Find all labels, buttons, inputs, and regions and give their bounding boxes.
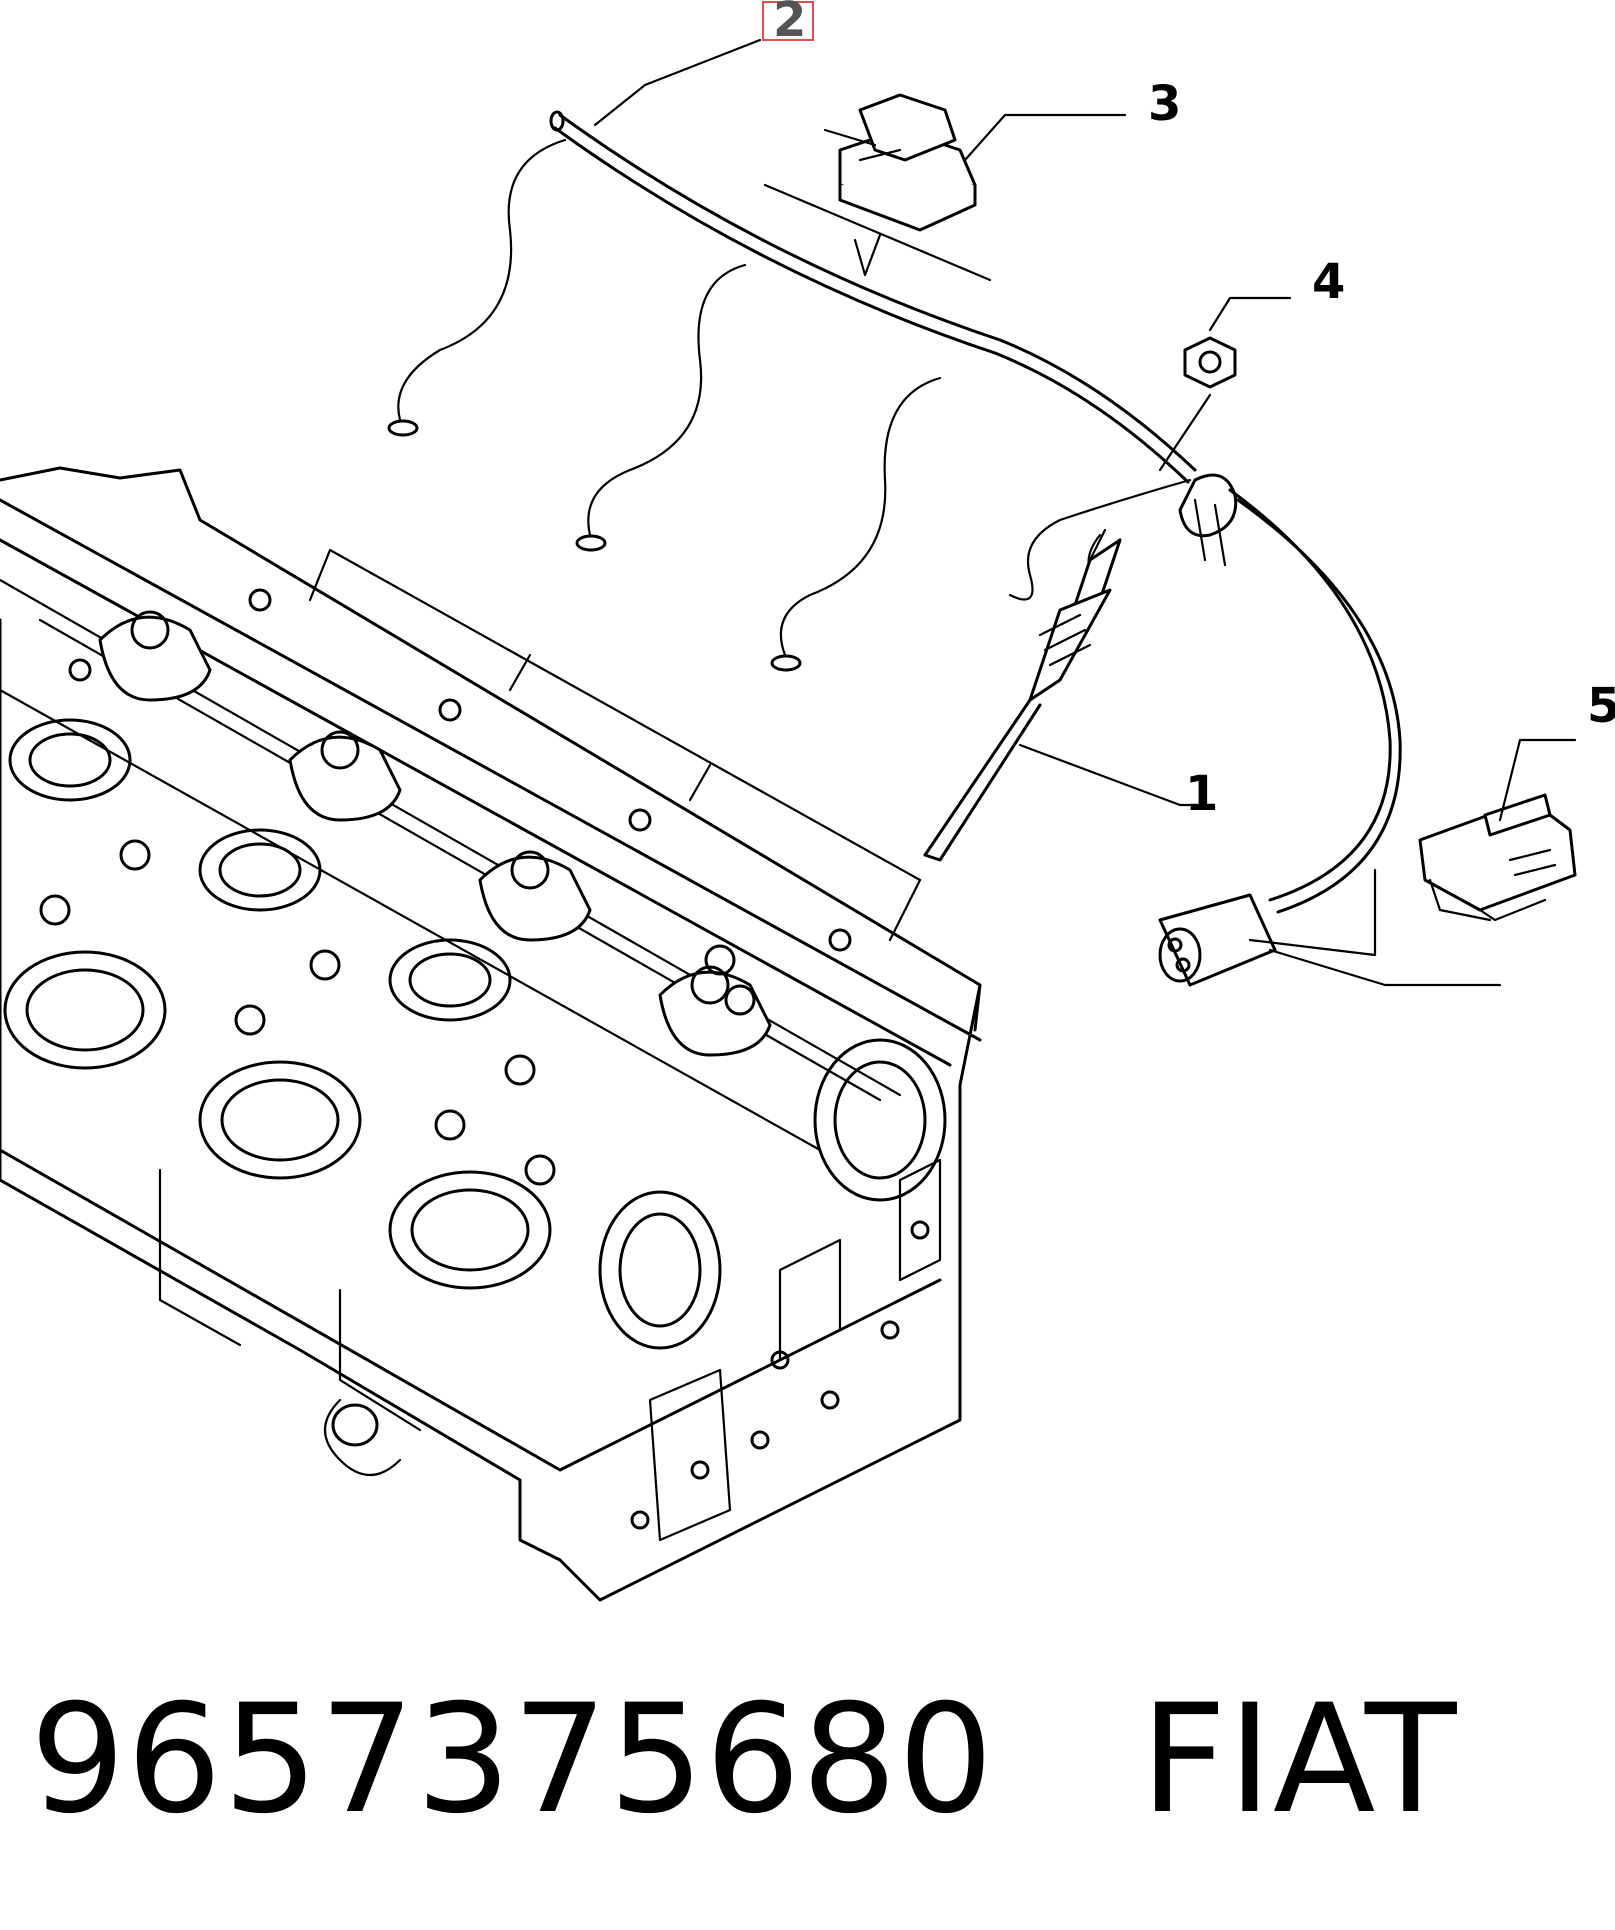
cylinder-bores bbox=[3, 950, 947, 1350]
callout-3: 3 bbox=[1148, 76, 1181, 132]
callout-1: 1 bbox=[1185, 766, 1218, 822]
callout-2-highlight-box bbox=[762, 1, 814, 41]
cylinder-head-drawing bbox=[0, 466, 982, 1602]
part-caption: 9657375680 FIAT bbox=[30, 1685, 1458, 1835]
part-number: 9657375680 bbox=[30, 1673, 995, 1847]
bolt-holes bbox=[39, 588, 930, 1530]
part-5-connector-clip bbox=[1418, 738, 1577, 922]
callout-4: 4 bbox=[1312, 254, 1345, 310]
connector-leader-line bbox=[1268, 948, 1502, 987]
cam-bearing-caps bbox=[98, 610, 772, 1057]
valve-pockets-upper bbox=[8, 718, 512, 1022]
brand-name: FIAT bbox=[1140, 1673, 1458, 1847]
connector-bracket-line bbox=[1248, 868, 1377, 957]
part-3-bracket bbox=[763, 93, 1127, 282]
part-1-glow-plug bbox=[923, 528, 1192, 862]
callout-5: 5 bbox=[1587, 678, 1615, 734]
callout-2: 2 bbox=[773, 0, 806, 48]
part-4-nut bbox=[1158, 296, 1292, 472]
